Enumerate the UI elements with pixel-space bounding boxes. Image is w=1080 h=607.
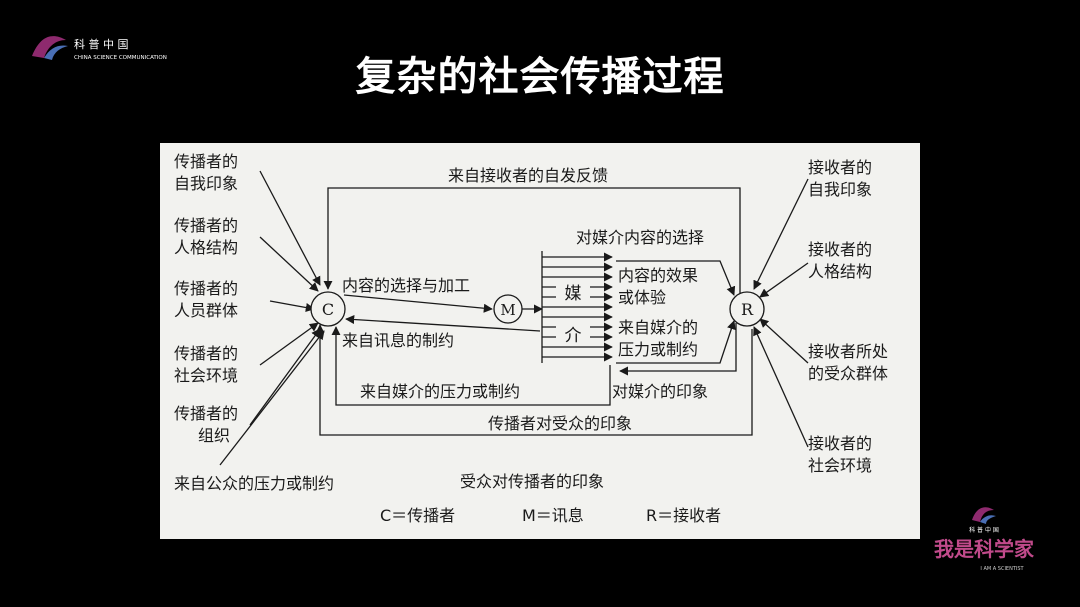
right-factor-arrow [759,318,809,364]
logo-ribbon-icon [32,36,66,58]
left-factor-arrow [269,300,315,313]
audience-image-label: 受众对传播者的印象 [460,472,604,491]
left-factor-label: 传播者的人员群体 [174,279,238,320]
public-pressure-label: 来自公众的压力或制约 [174,474,334,493]
logo-ribbon-accent-icon [44,45,68,60]
legend-receiver: R＝接收者 [646,506,721,525]
media-image-label: 对媒介的印象 [612,382,708,401]
media-pressure-right-label: 来自媒介的压力或制约 [618,318,698,359]
medium-stack [541,251,613,363]
logo-ribbon-icon [972,507,994,522]
left-factor-label: 传播者的社会环境 [174,344,238,385]
logo-name: 我是科学家 [934,537,1035,561]
right-factor-label: 接收者的自我印象 [808,158,872,199]
right-factor-arrow [753,326,809,448]
communication-process-diagram: 媒 介 C M R 传播者的自我印象 传播者的人格结构 传播者的人员群体 传播者… [174,152,888,525]
medium-pressure-to-receiver-arrow [616,320,736,364]
left-factor-arrow [219,330,325,466]
content-effect-label: 内容的效果或体验 [618,266,698,307]
left-factor-label: 传播者的组织 [174,404,238,445]
media-pressure-loop-line [331,326,611,406]
content-selection-label: 内容的选择与加工 [342,276,470,295]
logo-subtitle: CHINA SCIENCE COMMUNICATION [74,55,167,61]
logo-small-text: 科 普 中 国 [969,526,999,534]
legend-message: M＝讯息 [522,506,584,525]
logo-kepu-china: 科 普 中 国 CHINA SCIENCE COMMUNICATION [32,36,167,61]
media-image-line [619,323,737,376]
right-factor-arrow [753,178,809,290]
left-factor-label: 传播者的人格结构 [174,216,238,257]
right-factor-label: 接收者所处的受众群体 [808,342,888,383]
medium-char: 媒 [565,284,582,304]
right-factor-label: 接收者的社会环境 [808,434,872,475]
left-factor-arrow [259,170,321,286]
receiver-node-label: R [741,300,754,319]
message-node [493,294,523,324]
message-constraint-label: 来自讯息的制约 [342,331,454,350]
communicator-node-label: C [322,300,334,319]
diagram-panel: 媒 介 C M R 传播者的自我印象 传播者的人格结构 传播者的人员群体 传播者… [160,143,920,539]
left-factor-arrow [249,328,321,426]
medium-char: 介 [565,326,582,346]
media-selection-label: 对媒介内容的选择 [576,228,704,247]
message-node-label: M [500,301,515,319]
left-factor-arrow [259,322,319,366]
right-factor-label: 接收者的人格结构 [808,240,872,281]
logo-name: 科 普 中 国 [74,37,129,51]
content-selection-arrow [343,294,493,313]
feedback-loop-line [323,187,741,293]
legend-communicator: C＝传播者 [380,506,455,525]
left-factor-label: 传播者的自我印象 [174,152,238,193]
logo-subtitle: I AM A SCIENTIST [980,566,1024,572]
communicator-node [310,291,346,327]
communicator-image-loop-line [315,324,753,436]
logo-i-am-a-scientist: 科 普 中 国 我是科学家 I AM A SCIENTIST [934,507,1035,572]
medium-to-receiver-arrow [616,260,736,296]
logo-ribbon-accent-icon [980,515,996,524]
media-pressure-left-label: 来自媒介的压力或制约 [360,382,520,401]
left-factor-arrow [259,236,319,292]
message-constraint-arrow [345,314,541,332]
feedback-label: 来自接收者的自发反馈 [448,166,608,185]
receiver-node [729,291,765,327]
slide-title: 复杂的社会传播过程 [355,54,725,100]
communicator-image-label: 传播者对受众的印象 [488,414,632,433]
right-factor-arrow [759,262,809,298]
